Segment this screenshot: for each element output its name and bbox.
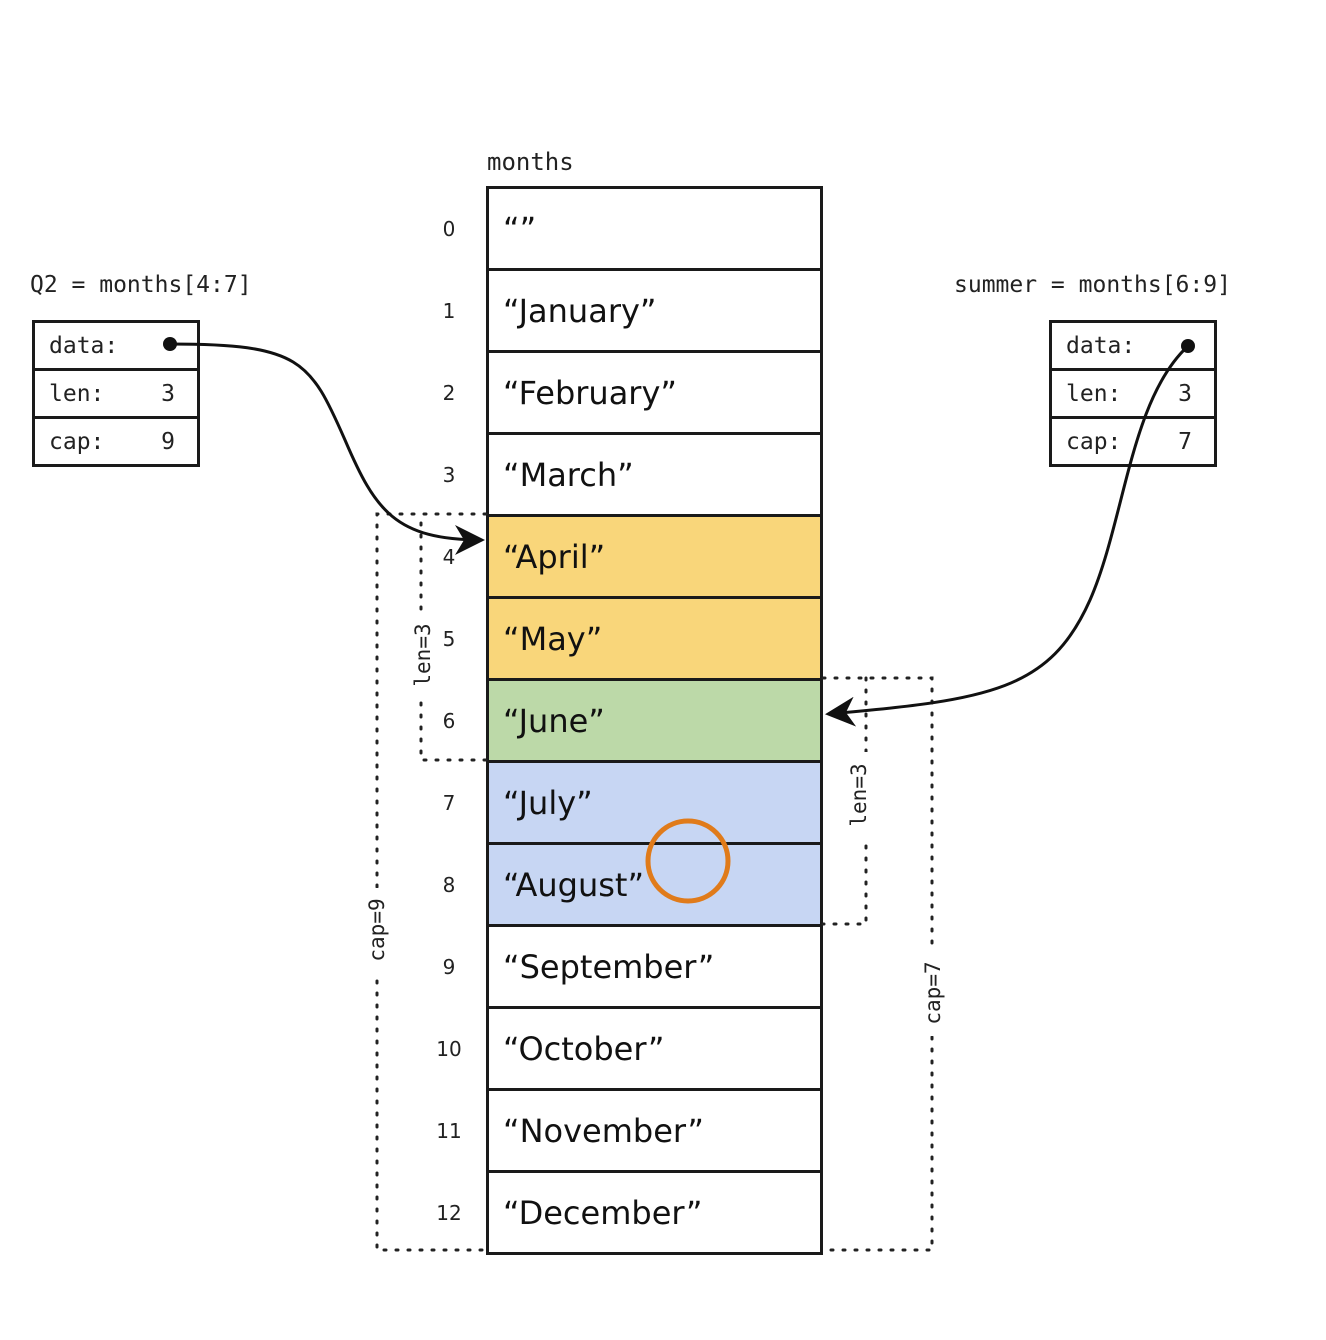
- q2-len-bracket: [419, 512, 488, 762]
- cursor-ring: [645, 818, 731, 904]
- array-index: 10: [436, 1036, 462, 1061]
- array-index: 6: [442, 708, 456, 733]
- array-index: 9: [442, 954, 456, 979]
- q2-data-label: data:: [49, 332, 119, 359]
- array-cell: 0 “”: [443, 186, 823, 271]
- array-cell-value: “March”: [503, 455, 634, 494]
- summer-len-row: len: 3: [1049, 371, 1217, 419]
- array-cell-value: “September”: [503, 947, 715, 986]
- q2-len-value: 3: [161, 380, 175, 407]
- summer-cap-label: cap:: [1066, 428, 1122, 455]
- q2-cap-value: 9: [161, 428, 175, 455]
- q2-len-label: len:: [49, 380, 105, 407]
- array-index: 11: [436, 1118, 462, 1143]
- array-index: 5: [442, 626, 456, 651]
- summer-title: summer = months[6:9]: [954, 272, 1231, 298]
- summer-slice-header: data: len: 3 cap: 7: [1049, 320, 1217, 467]
- q2-cap-label: cap:: [49, 428, 105, 455]
- array-cell-value: “May”: [503, 619, 603, 658]
- array-cell-value: “”: [503, 209, 537, 248]
- summer-cap-value: 7: [1178, 428, 1192, 455]
- array-cell-value: “April”: [503, 537, 606, 576]
- q2-cap-bracket: [375, 512, 488, 1252]
- summer-data-label: data:: [1066, 332, 1136, 359]
- summer-len-bracket: [821, 676, 868, 926]
- array-cell: 11 “November”: [436, 1091, 823, 1173]
- array-cell-value: “October”: [503, 1029, 665, 1068]
- array-title: months: [487, 148, 574, 176]
- summer-cap-label-vertical: cap=7: [921, 961, 945, 1024]
- array-index: 1: [442, 298, 456, 323]
- array-cell-value: “November”: [503, 1111, 704, 1150]
- array-cell: 8 “August”: [443, 845, 823, 927]
- summer-len-value: 3: [1178, 380, 1192, 407]
- array-cell: 7 “July”: [443, 763, 823, 845]
- array-index: 3: [442, 462, 456, 487]
- array-cell: 12 “December”: [436, 1173, 823, 1255]
- q2-title: Q2 = months[4:7]: [30, 272, 252, 298]
- array-cell: 1 “January”: [443, 271, 823, 353]
- array-index: 0: [442, 216, 456, 241]
- array-cell-value: “December”: [503, 1193, 703, 1232]
- array-cell: 3 “March”: [443, 435, 823, 517]
- array-cell: 5 “May”: [443, 599, 823, 681]
- array-index: 8: [442, 872, 456, 897]
- array-cell-value: “July”: [503, 783, 593, 822]
- array-index: 12: [436, 1200, 462, 1225]
- q2-cap-label-vertical: cap=9: [365, 898, 389, 961]
- summer-cap-row: cap: 7: [1049, 419, 1217, 467]
- array-cell: 4 “April”: [443, 517, 823, 599]
- array-cell-value: “June”: [503, 701, 605, 740]
- array-cell-value: “January”: [503, 291, 657, 330]
- array-cell-value: “February”: [503, 373, 677, 412]
- summer-len-label: len:: [1066, 380, 1122, 407]
- array-index: 7: [442, 790, 456, 815]
- array-cell: 6 “June”: [443, 681, 823, 763]
- array-index: 2: [442, 380, 456, 405]
- array-cell: 10 “October”: [436, 1009, 823, 1091]
- summer-data-pointer-arrow: [825, 344, 1190, 727]
- q2-len-row: len: 3: [32, 371, 200, 419]
- array-index: 4: [442, 544, 456, 569]
- summer-len-label-vertical: len=3: [847, 763, 871, 826]
- array-cell-value: “August”: [503, 865, 645, 904]
- array-cell: 2 “February”: [443, 353, 823, 435]
- array-cell: 9 “September”: [443, 927, 823, 1009]
- q2-cap-row: cap: 9: [32, 419, 200, 467]
- summer-data-row: data:: [1049, 320, 1217, 371]
- q2-len-label-vertical: len=3: [411, 623, 435, 686]
- q2-data-pointer-arrow: [169, 342, 485, 555]
- months-array: 0 “” 1 “January” 2 “February” 3 “March” 4 “April”…: [436, 186, 823, 1255]
